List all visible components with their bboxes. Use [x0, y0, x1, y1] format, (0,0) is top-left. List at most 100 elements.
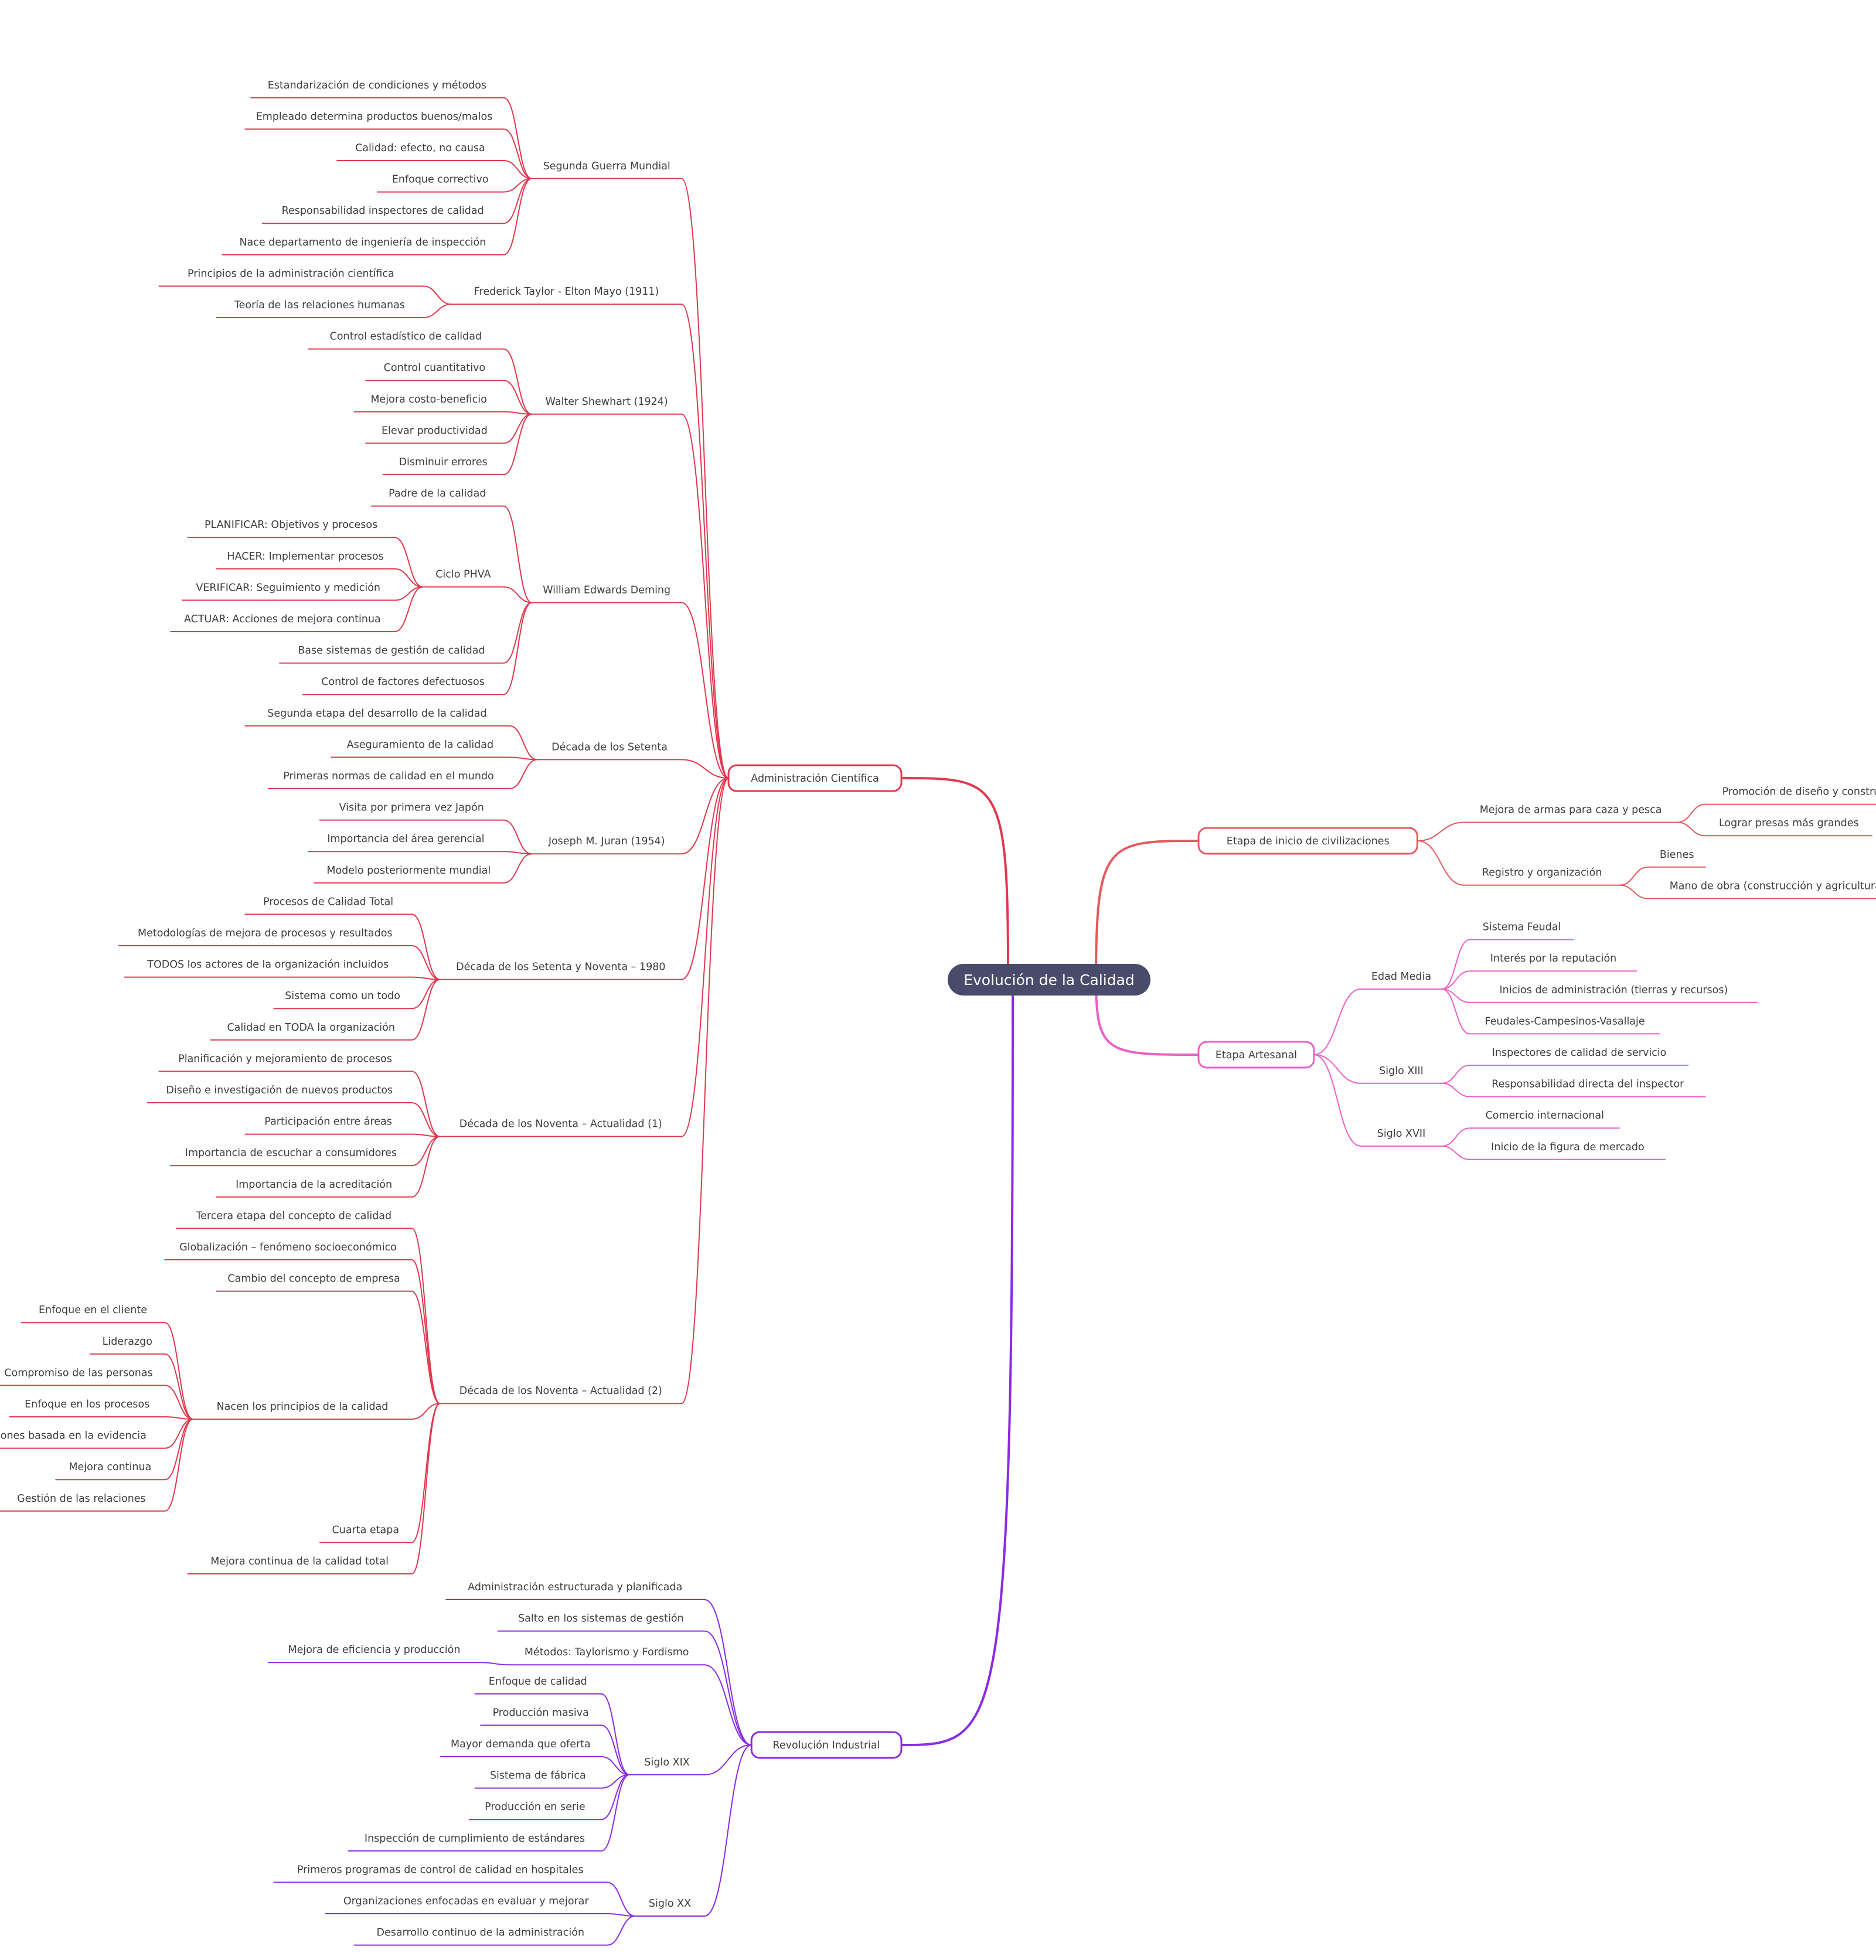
- node-ciclo-phva[interactable]: Ciclo PHVA: [435, 569, 491, 581]
- topic-revolucion-industrial[interactable]: [750, 1731, 903, 1759]
- node-padre-de-la-calidad[interactable]: Padre de la calidad: [389, 488, 486, 500]
- connector-line: [423, 285, 452, 305]
- node-cuarta-etapa[interactable]: Cuarta etapa: [332, 1524, 400, 1536]
- node-mejora-costo-beneficio[interactable]: Mejora costo-beneficio: [370, 394, 487, 405]
- node-lograr-presas-mas-grandes[interactable]: Lograr presas más grandes: [1719, 817, 1859, 829]
- node-primeras-normas-de-calidad-en-el-mundo[interactable]: Primeras normas de calidad en el mundo: [283, 771, 494, 782]
- root-title: Evolución de la Calidad: [963, 972, 1135, 988]
- node-produccion-en-serie[interactable]: Producción en serie: [485, 1801, 585, 1813]
- node-importancia-del-area-gerencial[interactable]: Importancia del área gerencial: [327, 833, 484, 845]
- node-cambio-del-concepto-de-empresa[interactable]: Cambio del concepto de empresa: [227, 1273, 400, 1285]
- node-principios-de-la-administracion-cientifi[interactable]: Principios de la administración científi…: [188, 268, 394, 279]
- node-enfoque-en-el-cliente[interactable]: Enfoque en el cliente: [39, 1304, 147, 1316]
- node-enfoque-correctivo[interactable]: Enfoque correctivo: [392, 174, 489, 186]
- node-control-estadistico-de-calidad[interactable]: Control estadístico de calidad: [330, 331, 482, 343]
- node-base-sistemas-de-gestion-de-calidad[interactable]: Base sistemas de gestión de calidad: [298, 645, 485, 657]
- node-toma-de-decisiones-basada-en-la-evidenci[interactable]: Toma de decisiones basada en la evidenci…: [0, 1430, 147, 1442]
- node-globalizacion-fenomeno-socioeconomico[interactable]: Globalización – fenómeno socioeconómico: [179, 1242, 397, 1253]
- node-empleado-determina-productos-buenos-malo[interactable]: Empleado determina productos buenos/malo…: [256, 111, 493, 122]
- node-importancia-de-escuchar-a-consumidores[interactable]: Importancia de escuchar a consumidores: [185, 1147, 397, 1159]
- node-aseguramiento-de-la-calidad[interactable]: Aseguramiento de la calidad: [347, 739, 493, 751]
- node-produccion-masiva[interactable]: Producción masiva: [493, 1707, 589, 1719]
- node-interes-por-la-reputacion[interactable]: Interés por la reputación: [1490, 953, 1617, 964]
- node-inicio-de-la-figura-de-mercado[interactable]: Inicio de la figura de mercado: [1491, 1141, 1644, 1153]
- node-control-de-factores-defectuosos[interactable]: Control de factores defectuosos: [321, 676, 485, 688]
- node-bienes[interactable]: Bienes: [1660, 849, 1694, 861]
- node-registro-y-organizacion[interactable]: Registro y organización: [1482, 867, 1602, 879]
- node-enfoque-de-calidad[interactable]: Enfoque de calidad: [489, 1676, 587, 1688]
- node-decada-de-los-setenta[interactable]: Década de los Setenta: [551, 741, 668, 753]
- node-calidad-efecto-no-causa[interactable]: Calidad: efecto, no causa: [355, 142, 485, 154]
- node-organizaciones-enfocadas-en-evaluar-y-me[interactable]: Organizaciones enfocadas en evaluar y me…: [343, 1896, 590, 1907]
- node-elevar-productividad[interactable]: Elevar productividad: [382, 425, 488, 437]
- node-gestion-de-las-relaciones[interactable]: Gestión de las relaciones: [17, 1493, 146, 1505]
- node-metodologias-de-mejora-de-procesos-y-res[interactable]: Metodologías de mejora de procesos y res…: [138, 928, 393, 939]
- node-primeros-programas-de-control-de-calidad[interactable]: Primeros programas de control de calidad…: [297, 1864, 584, 1876]
- node-mejora-de-eficiencia-y-produccion[interactable]: Mejora de eficiencia y producción: [288, 1644, 461, 1656]
- node-edad-media[interactable]: Edad Media: [1371, 971, 1431, 983]
- node-nace-departamento-de-ingenieria-de-inspe[interactable]: Nace departamento de ingeniería de inspe…: [239, 237, 486, 248]
- node-enfoque-en-los-procesos[interactable]: Enfoque en los procesos: [25, 1399, 149, 1410]
- node-actuar-acciones-de-mejora-continua[interactable]: ACTUAR: Acciones de mejora continua: [184, 613, 381, 625]
- node-disminuir-errores[interactable]: Disminuir errores: [399, 456, 488, 468]
- node-hacer-implementar-procesos[interactable]: HACER: Implementar procesos: [227, 551, 383, 563]
- node-liderazgo[interactable]: Liderazgo: [103, 1336, 152, 1348]
- node-siglo-xix[interactable]: Siglo XIX: [644, 1757, 689, 1768]
- node-diseno-e-investigacion-de-nuevos-product[interactable]: Diseño e investigación de nuevos product…: [166, 1085, 393, 1096]
- node-estandarizacion-de-condiciones-y-metodos[interactable]: Estandarización de condiciones y métodos: [268, 80, 486, 91]
- node-metodos-taylorismo-y-fordismo[interactable]: Métodos: Taylorismo y Fordismo: [525, 1647, 689, 1658]
- node-administracion-estructurada-y-planificad[interactable]: Administración estructurada y planificad…: [468, 1581, 682, 1593]
- node-tercera-etapa-del-concepto-de-calidad[interactable]: Tercera etapa del concepto de calidad: [195, 1210, 391, 1222]
- node-nacen-los-principios-de-la-calidad[interactable]: Nacen los principios de la calidad: [217, 1401, 389, 1413]
- node-sistema-como-un-todo[interactable]: Sistema como un todo: [285, 990, 400, 1002]
- topic-administracion-cientifica[interactable]: [727, 764, 903, 792]
- node-inicios-de-administracion-tierras-y-recu[interactable]: Inicios de administración (tierras y rec…: [1499, 984, 1728, 996]
- node-mejora-continua[interactable]: Mejora continua: [69, 1461, 151, 1473]
- node-visita-por-primera-vez-japon[interactable]: Visita por primera vez Japón: [339, 802, 484, 814]
- node-sistema-feudal[interactable]: Sistema Feudal: [1483, 922, 1561, 933]
- node-inspeccion-de-cumplimiento-de-estandares[interactable]: Inspección de cumplimiento de estándares: [365, 1833, 585, 1845]
- node-mano-de-obra-construccion-y-agricultura[interactable]: Mano de obra (construcción y agricultura…: [1670, 880, 1876, 892]
- node-desarrollo-continuo-de-la-administracion[interactable]: Desarrollo continuo de la administración: [377, 1927, 585, 1939]
- node-compromiso-de-las-personas[interactable]: Compromiso de las personas: [4, 1367, 152, 1379]
- node-planificacion-y-mejoramiento-de-procesos[interactable]: Planificación y mejoramiento de procesos: [178, 1053, 392, 1065]
- node-walter-shewhart-1924[interactable]: Walter Shewhart (1924): [546, 396, 668, 408]
- node-william-edwards-deming[interactable]: William Edwards Deming: [543, 584, 670, 596]
- node-segunda-etapa-del-desarrollo-de-la-calid[interactable]: Segunda etapa del desarrollo de la calid…: [267, 708, 486, 720]
- connector-line: [1619, 866, 1649, 886]
- node-teoria-de-las-relaciones-humanas[interactable]: Teoría de las relaciones humanas: [234, 299, 405, 311]
- node-responsabilidad-inspectores-de-calidad[interactable]: Responsabilidad inspectores de calidad: [282, 205, 484, 217]
- node-decada-de-los-noventa-actualidad-2[interactable]: Década de los Noventa – Actualidad (2): [459, 1385, 662, 1397]
- node-promocion-de-diseno-y-construccion[interactable]: Promoción de diseño y construcción: [1722, 786, 1876, 798]
- node-siglo-xx[interactable]: Siglo XX: [649, 1898, 691, 1910]
- node-procesos-de-calidad-total[interactable]: Procesos de Calidad Total: [263, 896, 393, 908]
- node-siglo-xiii[interactable]: Siglo XIII: [1379, 1065, 1424, 1077]
- node-inspectores-de-calidad-de-servicio[interactable]: Inspectores de calidad de servicio: [1492, 1047, 1667, 1059]
- node-salto-en-los-sistemas-de-gestion[interactable]: Salto en los sistemas de gestión: [518, 1613, 684, 1625]
- root-node[interactable]: [948, 964, 1150, 996]
- connector-line: [601, 1756, 630, 1775]
- node-segunda-guerra-mundial[interactable]: Segunda Guerra Mundial: [543, 161, 670, 172]
- node-comercio-internacional[interactable]: Comercio internacional: [1486, 1110, 1604, 1122]
- node-decada-de-los-noventa-actualidad-1[interactable]: Década de los Noventa – Actualidad (1): [459, 1119, 662, 1130]
- node-planificar-objetivos-y-procesos[interactable]: PLANIFICAR: Objetivos y procesos: [205, 519, 377, 531]
- node-joseph-m-juran-1954[interactable]: Joseph M. Juran (1954): [548, 836, 665, 847]
- node-feudales-campesinos-vasallaje[interactable]: Feudales-Campesinos-Vasallaje: [1485, 1015, 1645, 1027]
- topic-etapa-de-inicio-de-civilizaciones[interactable]: [1197, 827, 1418, 855]
- node-mayor-demanda-que-oferta[interactable]: Mayor demanda que oferta: [451, 1739, 591, 1750]
- node-verificar-seguimiento-y-medicion[interactable]: VERIFICAR: Seguimiento y medición: [196, 582, 380, 594]
- node-control-cuantitativo[interactable]: Control cuantitativo: [384, 362, 485, 374]
- node-responsabilidad-directa-del-inspector[interactable]: Responsabilidad directa del inspector: [1492, 1079, 1684, 1090]
- node-participacion-entre-areas[interactable]: Participación entre áreas: [264, 1116, 392, 1128]
- node-todos-los-actores-de-la-organizacion-inc[interactable]: TODOS los actores de la organización inc…: [147, 959, 389, 971]
- node-sistema-de-fabrica[interactable]: Sistema de fábrica: [490, 1770, 586, 1782]
- node-calidad-en-toda-la-organizacion[interactable]: Calidad en TODA la organización: [227, 1022, 394, 1034]
- node-frederick-taylor-elton-mayo-1911[interactable]: Frederick Taylor - Elton Mayo (1911): [474, 286, 659, 298]
- node-importancia-de-la-acreditacion[interactable]: Importancia de la acreditación: [236, 1179, 392, 1191]
- node-decada-de-los-setenta-y-noventa-1980[interactable]: Década de los Setenta y Noventa – 1980: [456, 962, 665, 973]
- node-mejora-de-armas-para-caza-y-pesca[interactable]: Mejora de armas para caza y pesca: [1480, 804, 1662, 816]
- topic-etapa-artesanal[interactable]: [1197, 1041, 1315, 1069]
- node-modelo-posteriormente-mundial[interactable]: Modelo posteriormente mundial: [326, 865, 491, 877]
- node-mejora-continua-de-la-calidad-total[interactable]: Mejora continua de la calidad total: [210, 1556, 389, 1567]
- node-siglo-xvii[interactable]: Siglo XVII: [1377, 1128, 1426, 1140]
